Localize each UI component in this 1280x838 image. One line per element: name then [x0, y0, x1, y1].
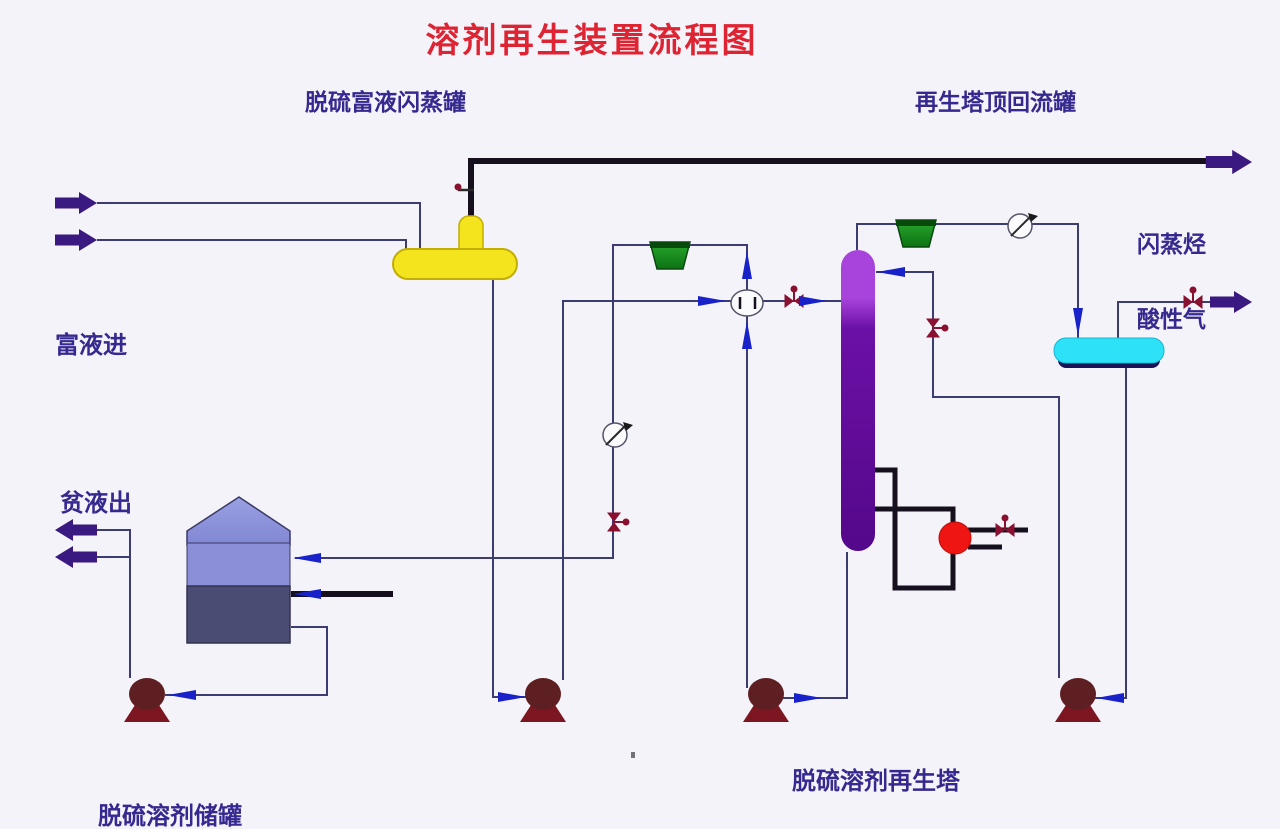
arrow-pump1-suction — [168, 690, 196, 700]
arrow-pump3-discharge — [794, 693, 822, 703]
arrow-lean-out-1 — [55, 519, 97, 541]
funnel-lean-line — [649, 241, 691, 270]
pump-rich-feed — [520, 678, 566, 722]
pipe-pump2-to-exchanger — [562, 300, 733, 680]
label-regen-tower: 脱硫溶剂再生塔 — [792, 767, 961, 795]
arrow-pump4-suction — [1096, 693, 1124, 703]
arrow-flash-gas-out — [1205, 149, 1252, 175]
arrow-lean-up — [742, 251, 752, 279]
label-lean-out: 贫液出 — [60, 489, 132, 517]
pipe-refluxdrum-to-pump4 — [1095, 362, 1127, 699]
pipe-column-overhead — [856, 223, 1079, 338]
reflux-drum-body — [1053, 337, 1165, 364]
arrow-into-refluxdrum — [1073, 308, 1083, 336]
valve-reboiler-steam — [995, 514, 1015, 537]
pipe-pump3-to-column-bottom — [783, 552, 848, 699]
instrument-overhead-line — [1007, 212, 1039, 239]
pump-lean — [743, 678, 789, 722]
pipe-rich-feed-2 — [97, 239, 407, 252]
print-artifact — [631, 752, 635, 758]
arrow-into-storage-2 — [293, 589, 321, 599]
flash-drum-body — [392, 248, 518, 280]
pipe-acid-gas — [1117, 301, 1214, 338]
label-storage-tank: 脱硫溶剂储罐 — [98, 802, 242, 830]
reboiler — [938, 521, 972, 555]
pipe-flashdrum-to-pump2 — [492, 278, 527, 698]
pipe-reboiler-loop — [874, 467, 956, 591]
pump-reflux — [1055, 678, 1101, 722]
valve-acid-gas — [1183, 286, 1203, 309]
storage-tank — [186, 496, 291, 644]
arrow-pump2-suction — [498, 692, 526, 702]
reflux-drum — [1053, 337, 1165, 368]
arrow-rich-in-1 — [55, 192, 97, 214]
pipe-lean-to-storage — [295, 244, 748, 559]
flash-drum — [392, 215, 518, 280]
pipe-lean-out-1 — [97, 529, 131, 678]
exchanger-junction — [730, 289, 764, 317]
pump-storage — [124, 678, 170, 722]
pipes-thick — [291, 158, 1213, 597]
arrow-into-column — [799, 296, 827, 306]
valve-lean-to-storage — [607, 512, 630, 532]
arrow-rich-in-2 — [55, 229, 97, 251]
arrow-into-exchanger — [698, 296, 726, 306]
label-rich-in: 富液进 — [55, 331, 127, 359]
arrow-into-storage — [293, 553, 321, 563]
arrow-lean-out-2 — [55, 546, 97, 568]
label-acid-gas: 酸性气 — [1137, 306, 1206, 333]
arrow-reflux-into-column — [877, 267, 905, 277]
label-flash-hc: 闪蒸烃 — [1137, 232, 1206, 258]
pipe-flash-gas-overhead — [468, 158, 1213, 218]
valve-reflux — [926, 318, 949, 338]
arrow-acid-gas-out — [1210, 291, 1252, 313]
page-title: 溶剂再生装置流程图 — [426, 21, 759, 61]
storage-tank-upper — [186, 542, 291, 587]
arrow-lean-up-2 — [742, 321, 752, 349]
flow-arrows — [168, 251, 1124, 703]
regenerator-column — [841, 250, 875, 551]
pipe-reflux-return — [876, 271, 1060, 678]
label-reflux-drum: 再生塔顶回流罐 — [915, 89, 1076, 116]
valve-flash-neck — [454, 183, 474, 192]
label-flash-drum: 脱硫富液闪蒸罐 — [305, 89, 466, 116]
pipe-storage-to-pump1 — [165, 626, 328, 696]
storage-tank-lower — [186, 585, 291, 644]
pipe-rich-feed-1 — [97, 202, 421, 250]
scan-edge-strip — [0, 829, 1280, 838]
funnel-overhead-line — [895, 219, 937, 248]
instrument-lean-line — [602, 421, 634, 448]
storage-tank-roof — [186, 496, 291, 546]
